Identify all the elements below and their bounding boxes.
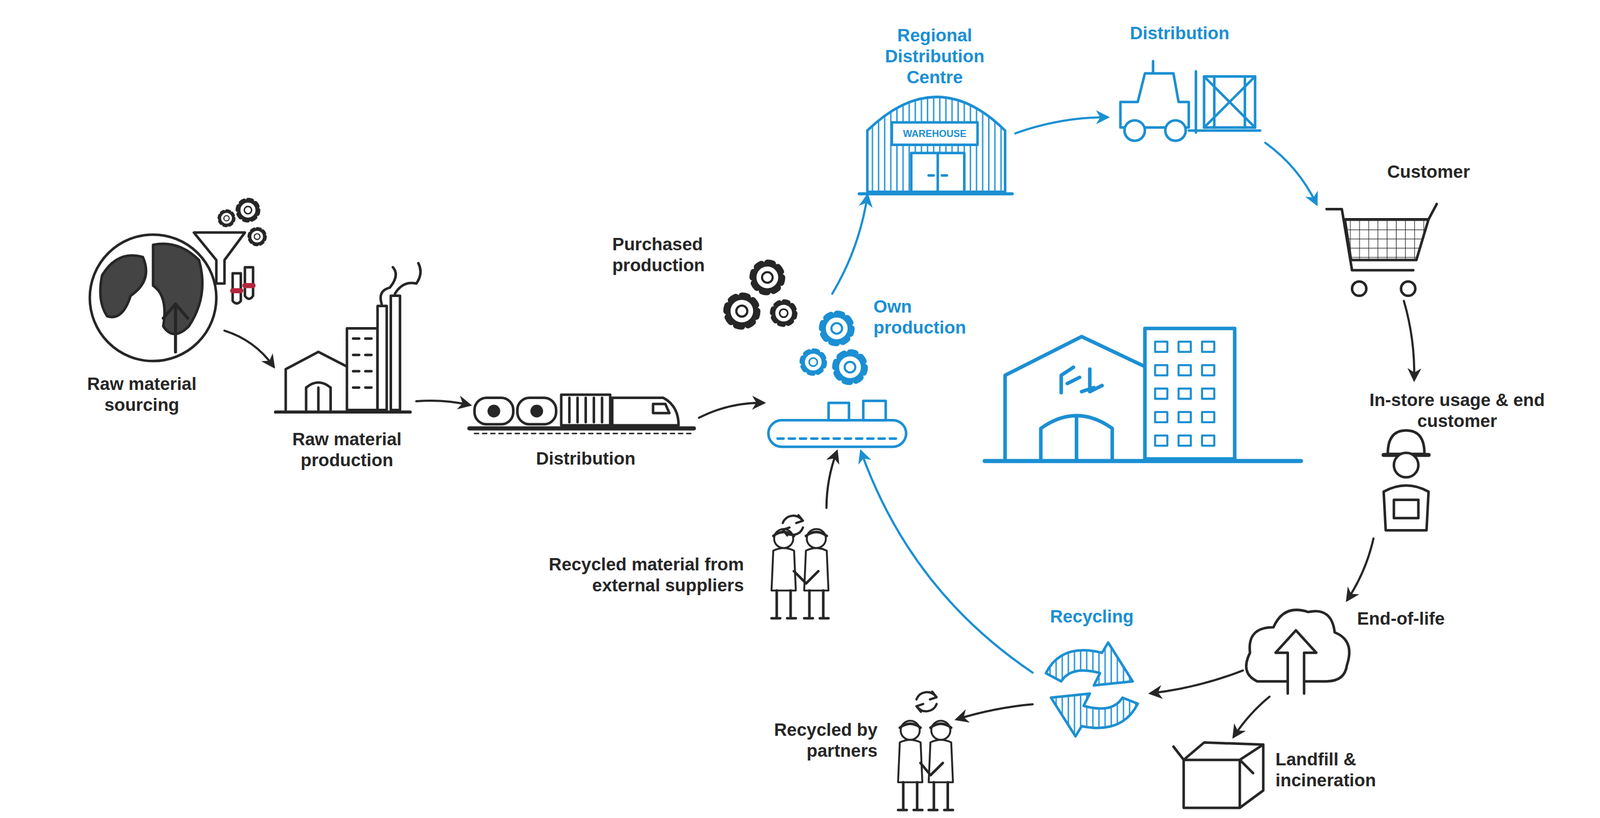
flow-arrow bbox=[416, 400, 470, 405]
stage-node: Recycled by partners bbox=[742, 675, 958, 813]
stage-node: End-of-life bbox=[1242, 599, 1466, 697]
stage-node: Distribution bbox=[1106, 20, 1265, 148]
flow-arrow bbox=[1347, 538, 1374, 600]
stage-label: Distribution bbox=[1108, 22, 1251, 44]
flow-arrow bbox=[698, 402, 764, 418]
stage-label: Recycled material from external supplier… bbox=[509, 553, 744, 596]
stage-node: Raw material production bbox=[273, 285, 417, 470]
stage-label: Recycled by partners bbox=[744, 719, 878, 762]
stage-label: Own production bbox=[873, 295, 981, 338]
flow-arrow bbox=[826, 451, 837, 508]
stage-label: Distribution bbox=[504, 447, 668, 469]
flow-arrow bbox=[831, 196, 868, 294]
stage-node: Raw material sourcing bbox=[71, 193, 225, 419]
flow-arrow bbox=[1233, 696, 1270, 737]
stage-label: Purchased production bbox=[612, 233, 735, 276]
stage-node: Landfill & incineration bbox=[1175, 736, 1401, 815]
stage-label: Raw material production bbox=[278, 428, 416, 471]
stage-node: Own production bbox=[763, 293, 986, 452]
stage-node: Customer bbox=[1316, 157, 1485, 301]
flow-arrow bbox=[1150, 670, 1243, 694]
flow-arrow bbox=[1015, 117, 1107, 134]
stage-label: Raw material sourcing bbox=[73, 373, 211, 416]
flow-arrow bbox=[1265, 142, 1317, 205]
flow-arrow bbox=[957, 704, 1033, 720]
stage-label: Recycling bbox=[1035, 605, 1148, 627]
flow-arrow bbox=[860, 451, 1033, 673]
stage-node: Distribution bbox=[469, 362, 699, 469]
flow-arrow bbox=[1403, 300, 1415, 380]
stage-node: Recycled material from external supplier… bbox=[504, 508, 835, 629]
stage-node: In-store usage & end customer bbox=[1351, 379, 1567, 539]
stage-label: In-store usage & end customer bbox=[1352, 389, 1562, 432]
stage-label: Customer bbox=[1372, 161, 1485, 183]
stage-label: Regional Distribution Centre bbox=[873, 24, 996, 88]
stage-node: Recycling bbox=[1032, 603, 1151, 742]
stage-label: Landfill & incineration bbox=[1275, 748, 1399, 791]
stage-label: End-of-life bbox=[1357, 607, 1464, 629]
stage-node: Purchased production bbox=[610, 232, 809, 335]
flow-arrow bbox=[224, 330, 274, 367]
stage-node: Regional Distribution Centre bbox=[857, 22, 1016, 197]
sign-text: WAREHOUSE bbox=[902, 128, 967, 140]
